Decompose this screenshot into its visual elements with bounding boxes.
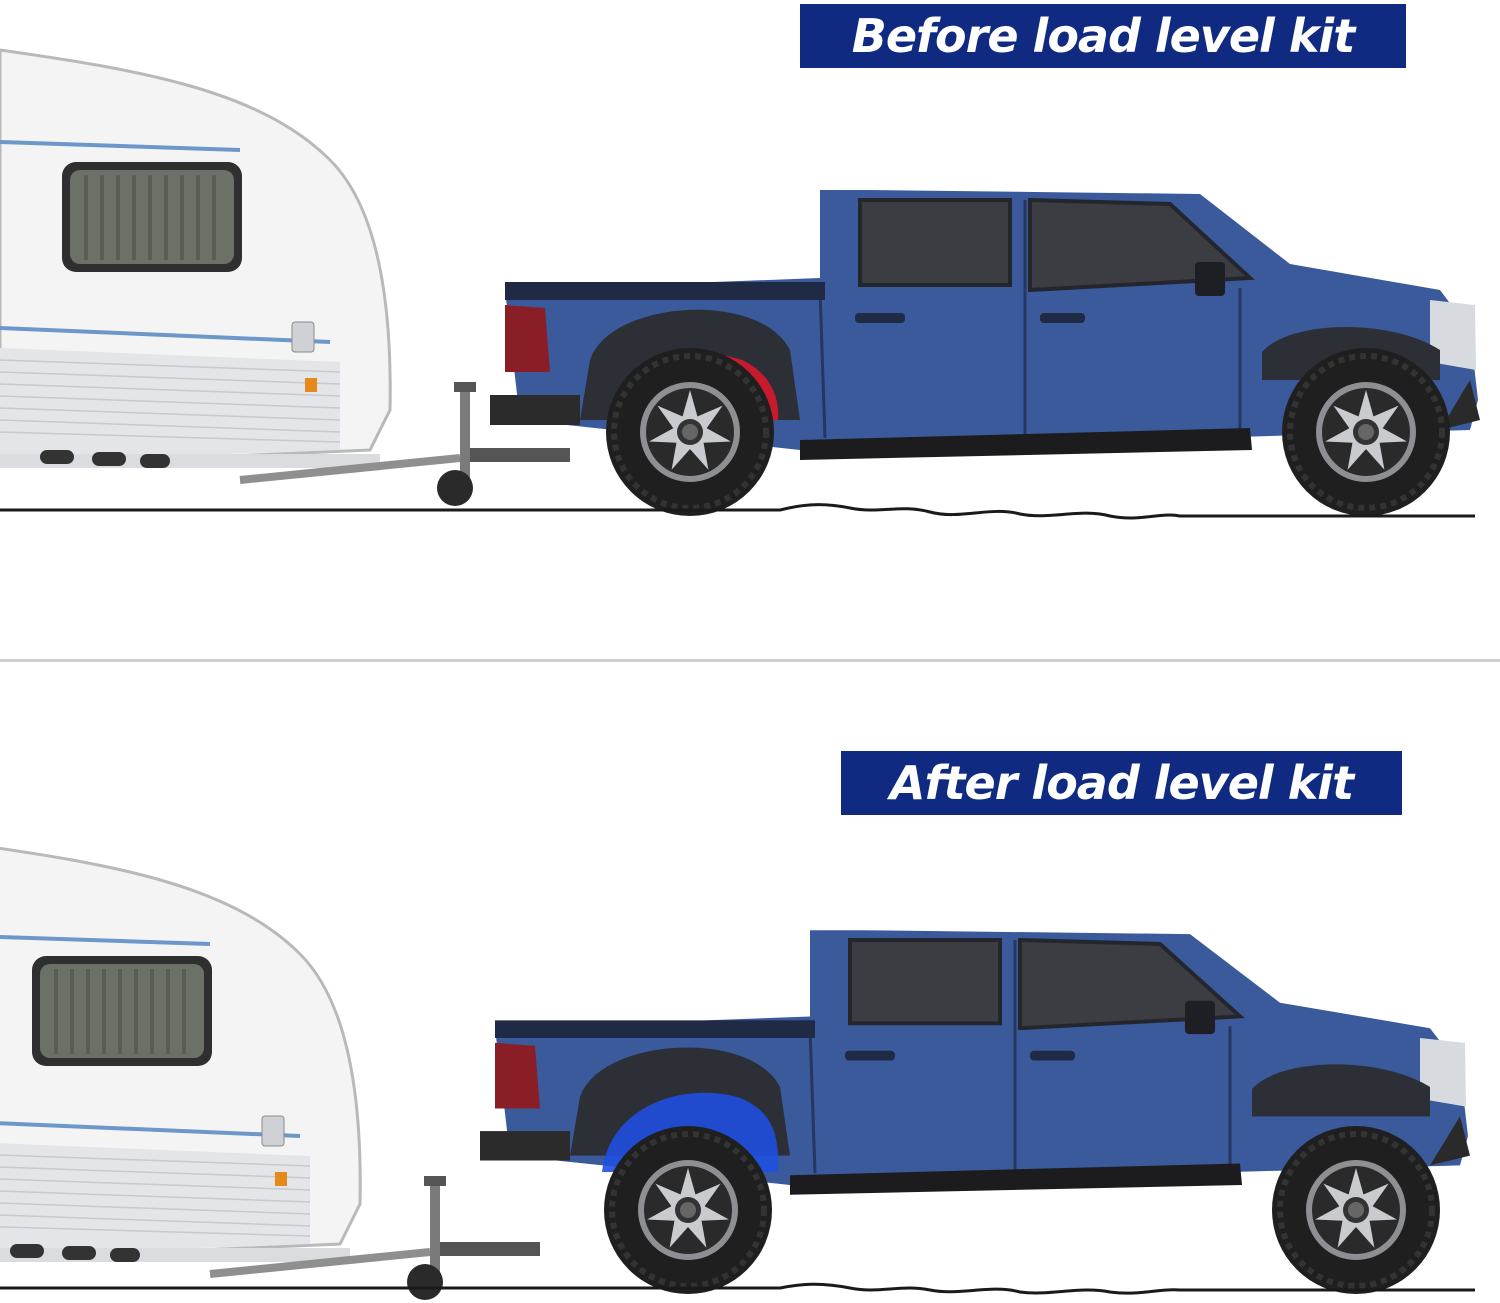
rear-wheel-after bbox=[604, 1126, 772, 1294]
ground-line-before bbox=[0, 503, 1475, 520]
after-label: After load level kit bbox=[889, 756, 1354, 810]
front-wheel-after bbox=[1272, 1126, 1440, 1294]
after-banner: After load level kit bbox=[841, 751, 1402, 815]
after-panel: After load level kit bbox=[0, 662, 1500, 1303]
before-scene bbox=[0, 0, 1482, 520]
ground-line-after bbox=[0, 1282, 1475, 1295]
panel-divider bbox=[0, 659, 1500, 662]
rear-wheel-before bbox=[606, 348, 774, 516]
before-banner: Before load level kit bbox=[800, 4, 1406, 68]
caravan-before bbox=[0, 50, 570, 506]
before-label: Before load level kit bbox=[851, 9, 1355, 63]
before-panel: Before load level kit bbox=[0, 0, 1482, 520]
caravan-after bbox=[0, 844, 540, 1300]
front-wheel-before bbox=[1282, 348, 1450, 516]
after-scene bbox=[0, 662, 1475, 1303]
